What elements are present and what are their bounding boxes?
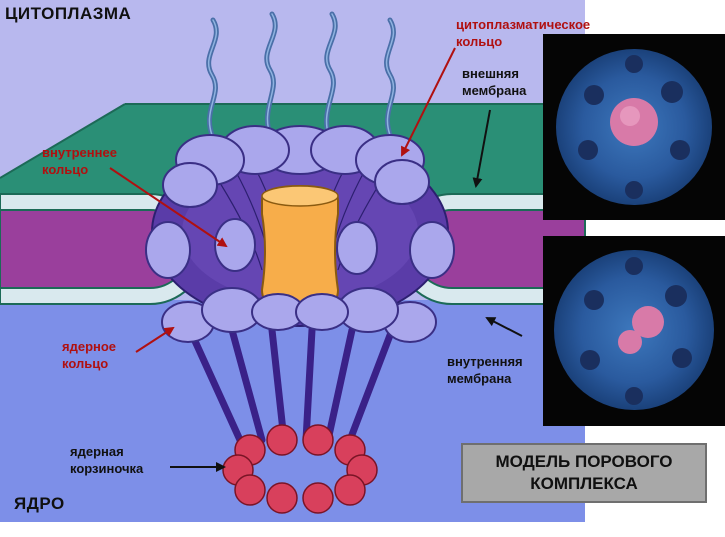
nuclear-ring	[161, 287, 437, 343]
label-nucleus: ЯДРО	[14, 494, 65, 513]
pore-complex	[145, 125, 455, 343]
label-nuclear-basket: ядерная корзиночка	[70, 443, 143, 477]
label-inner-ring: внутреннее кольцо	[42, 144, 117, 178]
label-outer-membrane: внешняя мембрана	[462, 65, 526, 99]
label-nuclear-ring-line1: ядерное	[62, 339, 117, 354]
label-inner-membrane-line2: мембрана	[447, 371, 512, 386]
label-inner-membrane: внутренняя мембрана	[447, 353, 523, 387]
inner-ring	[145, 218, 455, 279]
label-cytoplasmic-ring-line2: кольцо	[456, 34, 503, 49]
label-nuclear-basket-line1: ядерная	[70, 444, 124, 459]
label-nuclear-ring: ядерное кольцо	[62, 338, 116, 372]
label-cytoplasm: ЦИТОПЛАЗМА	[5, 4, 132, 23]
label-nuclear-basket-line2: корзиночка	[70, 461, 144, 476]
arrow-cytoplasmic-ring	[401, 47, 456, 157]
diagram-title-box: МОДЕЛЬ ПОРОВОГО КОМПЛЕКСА	[461, 443, 707, 503]
cytoplasmic-ring	[162, 125, 430, 208]
micrograph-bottom	[543, 236, 725, 426]
label-outer-membrane-line2: мембрана	[462, 83, 527, 98]
left-membrane-section	[0, 193, 206, 305]
central-plug	[260, 184, 340, 314]
diagram-title-line1: МОДЕЛЬ ПОРОВОГО	[495, 452, 673, 471]
arrow-outer-membrane	[472, 109, 491, 188]
label-nuclear-ring-line2: кольцо	[62, 356, 109, 371]
label-outer-membrane-line1: внешняя	[462, 66, 519, 81]
label-inner-ring-line2: кольцо	[42, 162, 89, 177]
label-inner-membrane-line1: внутренняя	[447, 354, 523, 369]
arrow-nuclear-ring	[135, 326, 175, 353]
basket-strands	[186, 326, 396, 444]
label-cytoplasmic-ring: цитоплазматическое кольцо	[456, 16, 590, 50]
label-inner-ring-line1: внутреннее	[42, 145, 117, 160]
arrow-inner-membrane	[485, 317, 523, 337]
micrograph-top	[543, 34, 725, 220]
label-cytoplasmic-ring-line1: цитоплазматическое	[456, 17, 591, 32]
arrow-inner-ring	[109, 167, 228, 248]
diagram-title-line2: КОМПЛЕКСА	[530, 474, 638, 493]
label-arrows	[109, 47, 523, 472]
basket-ring	[222, 424, 378, 514]
